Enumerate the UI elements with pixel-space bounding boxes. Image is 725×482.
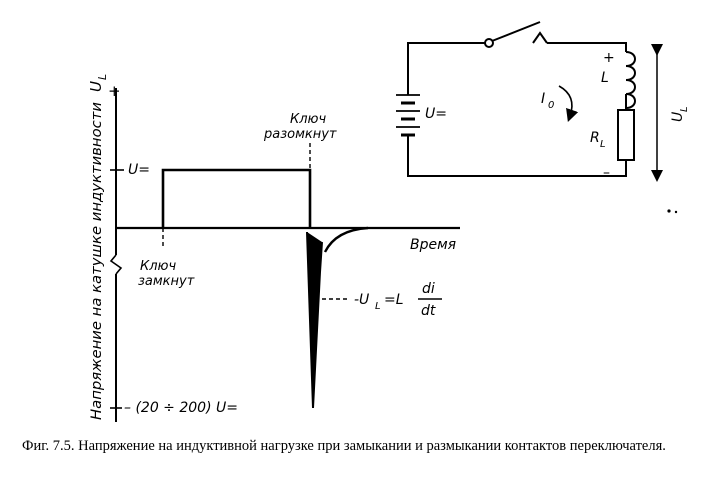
y-axis-label-group: Напряжение на катушке индуктивности U L [87, 74, 109, 420]
spike-formula-sub: L [375, 301, 381, 312]
bottom-level-label: – (20 ÷ 200) U= [124, 400, 238, 416]
inductor-coil [625, 51, 636, 109]
x-axis-label: Время [410, 237, 456, 253]
voltage-spike [306, 231, 323, 409]
bottom-wire [407, 136, 627, 177]
voltage-recovery-curve [323, 226, 369, 253]
level-label: U= [128, 162, 150, 178]
switch-pivot [484, 38, 494, 48]
switch-contact [532, 31, 548, 44]
battery-icon [396, 94, 420, 137]
current-sub: 0 [548, 100, 554, 111]
source-label: U= [425, 106, 447, 122]
stray-mark [674, 210, 678, 214]
y-axis-symbol: U [87, 81, 105, 92]
inductor-label: L [601, 70, 609, 86]
voltage-sub: L [679, 106, 690, 112]
voltage-time-graph: + Напряжение на катушке индуктивности U … [87, 74, 460, 422]
coil-plus-sign: + [603, 50, 615, 66]
key-open-label-line2: разомкнут [263, 127, 337, 142]
resistor-sub: L [600, 139, 606, 150]
stray-mark [667, 209, 671, 213]
switch-blade [491, 21, 541, 42]
spike-formula-num: di [422, 281, 435, 297]
key-closed-label-line2: замкнут [138, 274, 195, 289]
voltage-label: U [670, 112, 686, 122]
voltage-pulse [161, 168, 312, 228]
coil-minus-sign: – [603, 165, 610, 181]
spike-formula-den: dt [421, 303, 436, 319]
current-arrow [558, 85, 579, 123]
resistor-label: R [590, 130, 600, 146]
top-wire-right [547, 42, 627, 52]
figure-caption: Фиг. 7.5. Напряжение на индуктивной нагр… [22, 438, 666, 454]
y-axis-break [109, 254, 123, 275]
top-wire-left [407, 42, 485, 95]
y-axis-symbol-sub: L [96, 74, 109, 80]
current-label: I [541, 91, 545, 107]
y-axis-label: Напряжение на катушке индуктивности [89, 102, 105, 420]
spike-formula-left: -U [354, 292, 369, 308]
y-axis-plus-sign: + [108, 82, 121, 100]
voltage-label-group: U L [670, 106, 690, 122]
resistor [617, 109, 635, 161]
key-closed-label-line1: Ключ [140, 259, 176, 274]
key-open-label-line1: Ключ [290, 112, 326, 127]
spike-formula-eq: =L [384, 292, 404, 308]
circuit-diagram: U= I 0 + L R L – U L [396, 21, 690, 214]
